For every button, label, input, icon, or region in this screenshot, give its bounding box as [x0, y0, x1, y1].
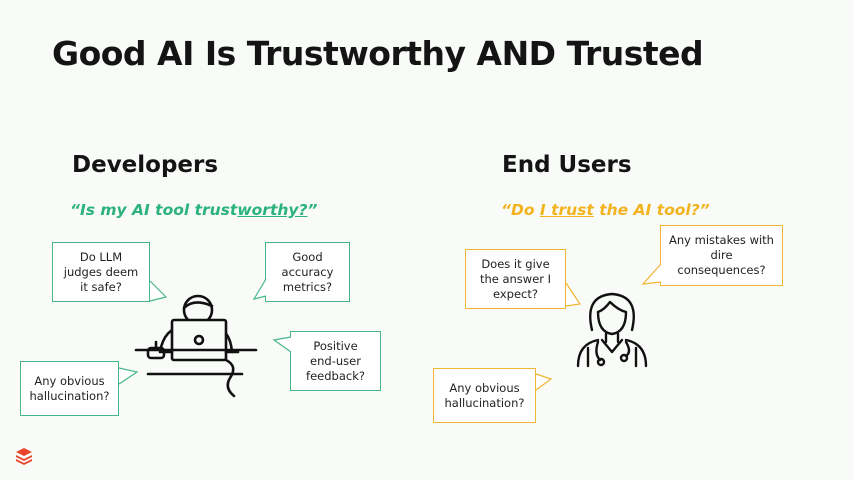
bubble-expected-answer-text: Does it give the answer I expect? [479, 256, 552, 301]
bubble-llm-judges-tail [149, 280, 168, 302]
end-users-heading: End Users [502, 152, 632, 178]
slide-title: Good AI Is Trustworthy AND Trusted [52, 34, 704, 73]
developer-at-laptop-icon [134, 294, 258, 398]
developers-heading: Developers [72, 152, 219, 178]
developers-quote: “Is my AI tool trustworthy?” [70, 201, 317, 219]
bubble-accuracy: Good accuracy metrics? [265, 242, 350, 302]
bubble-accuracy-text: Good accuracy metrics? [281, 249, 334, 294]
bubble-mistakes-text: Any mistakes with dire consequences? [669, 233, 774, 277]
developers-quote-emphasis: worthy? [237, 201, 308, 219]
developers-quote-end: ” [307, 201, 318, 219]
bubble-llm-judges-text: Do LLM judges deem it safe? [63, 249, 139, 294]
bubble-expected-answer-tail [565, 282, 582, 307]
bubble-user-hallucination-tail [535, 373, 553, 391]
bubble-feedback-text: Positive end-user feedback? [306, 338, 365, 383]
bubble-dev-hallucination-tail [118, 367, 139, 385]
bubble-llm-judges: Do LLM judges deem it safe? [52, 242, 150, 302]
bubble-mistakes: Any mistakes with dire consequences? [660, 225, 783, 286]
end-users-quote-start: “Do [501, 201, 540, 219]
end-users-quote-emphasis: I trust [539, 201, 594, 219]
bubble-accuracy-tail [252, 278, 267, 300]
developers-quote-start: “Is my AI tool trust [70, 201, 238, 219]
end-users-quote-end: the AI tool?” [593, 201, 710, 219]
bubble-feedback: Positive end-user feedback? [290, 331, 381, 391]
bubble-expected-answer: Does it give the answer I expect? [465, 249, 566, 309]
bubble-dev-hallucination: Any obvious hallucination? [20, 361, 119, 416]
bubble-user-hallucination: Any obvious hallucination? [433, 368, 536, 423]
bubble-mistakes-tail [641, 263, 662, 285]
bubble-dev-hallucination-text: Any obvious hallucination? [29, 373, 110, 403]
stacked-layers-logo-icon [16, 448, 32, 465]
end-users-quote: “Do I trust the AI tool?” [501, 201, 710, 219]
bubble-feedback-tail [272, 336, 292, 353]
bubble-user-hallucination-text: Any obvious hallucination? [444, 380, 525, 410]
doctor-with-stethoscope-icon [576, 292, 648, 368]
